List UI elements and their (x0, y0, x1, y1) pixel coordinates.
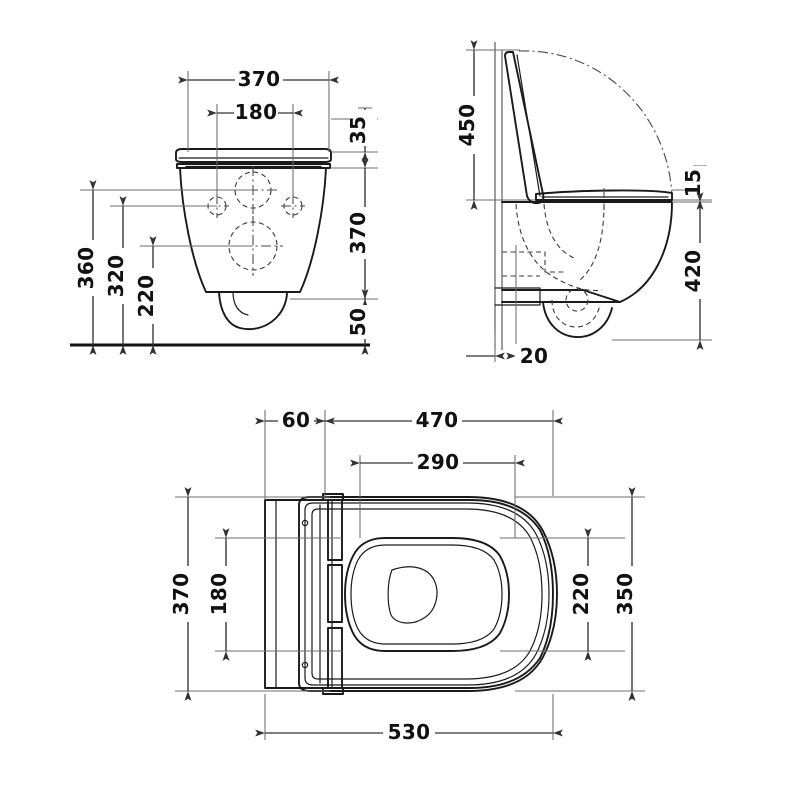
front-dimension-360-level: 360 (74, 180, 106, 355)
front-dimension-180-bolts: 180 (207, 100, 303, 124)
plan-dimension-530-total: 530 (255, 720, 563, 744)
plan-dimension-370-width-label: 370 (169, 573, 193, 616)
plan-ceramic-outline (264, 499, 554, 689)
front-dimension-35-seat-label: 35 (346, 116, 370, 144)
side-dimension-420-bowl: 420 (681, 192, 712, 350)
plan-dimension-180-hinge: 180 (207, 528, 239, 661)
plan-flush-spout (387, 566, 438, 624)
side-seat-closed (535, 188, 673, 210)
side-dimension-450-lid-label: 450 (455, 104, 479, 147)
side-lid-open (504, 51, 545, 205)
side-extension-lines (466, 49, 712, 362)
front-bowl-outline (179, 167, 327, 331)
plan-dimension-60-back: 60 (255, 408, 335, 432)
plan-dimension-350-seat: 350 (613, 487, 645, 701)
plan-dimension-530-total-label: 530 (388, 720, 431, 744)
plan-hinge-assembly (301, 493, 344, 695)
front-dimension-370-width-label: 370 (238, 67, 281, 91)
front-seat-lid (175, 148, 332, 169)
plan-dimension-350-seat-label: 350 (613, 573, 637, 616)
front-dimension-180-bolts-label: 180 (235, 100, 278, 124)
front-dimension-50-outlet-label: 50 (346, 308, 370, 336)
side-bowl-body (501, 201, 673, 338)
plan-dimension-370-width: 370 (169, 487, 201, 701)
front-dimension-220-level: 220 (134, 236, 166, 355)
plan-dimension-180-hinge-label: 180 (207, 573, 231, 616)
front-dimension-370-width: 370 (178, 66, 339, 91)
front-extension-lines (80, 71, 378, 300)
front-dimension-35-seat: 35 (346, 107, 377, 162)
plan-dimension-290-opening-label: 290 (417, 450, 460, 474)
front-dimension-320-level-label: 320 (104, 255, 128, 298)
side-dimension-15-seat-label: 15 (681, 169, 705, 197)
front-elevation-view: 370 180 35 370 50 (70, 66, 378, 355)
plan-dimension-220-opening: 220 (569, 528, 601, 661)
plan-seat-outer (298, 496, 558, 692)
front-dimension-320-level: 320 (104, 196, 136, 355)
side-dimension-20-offset: 20 (466, 344, 553, 368)
plan-seat-opening (344, 537, 510, 652)
plan-dimension-60-back-label: 60 (282, 408, 310, 432)
front-dimension-370-height-label: 370 (346, 212, 370, 255)
front-dimension-360-level-label: 360 (74, 247, 98, 290)
plan-view: 60 470 290 370 180 2 (169, 408, 645, 744)
plan-dimension-290-opening: 290 (350, 450, 525, 474)
front-dimension-50-outlet: 50 (346, 289, 377, 355)
side-dimension-15-seat: 15 (681, 165, 712, 210)
side-hidden-internals (502, 203, 605, 328)
plan-lid-outline (311, 508, 543, 680)
side-dimension-450-lid: 450 (455, 40, 487, 210)
plan-dimension-470-projection: 470 (315, 408, 563, 432)
front-dimension-220-level-label: 220 (134, 275, 158, 318)
plan-dimension-470-projection-label: 470 (416, 408, 459, 432)
side-wall-bracket (494, 287, 541, 306)
plan-dimension-220-opening-label: 220 (569, 573, 593, 616)
front-dimension-370-height: 370 (346, 158, 377, 309)
side-dimension-20-offset-label: 20 (520, 344, 548, 368)
side-dimension-420-bowl-label: 420 (681, 250, 705, 293)
side-elevation-view: 450 15 420 20 (455, 40, 712, 368)
side-lid-swing-arc (518, 50, 673, 197)
